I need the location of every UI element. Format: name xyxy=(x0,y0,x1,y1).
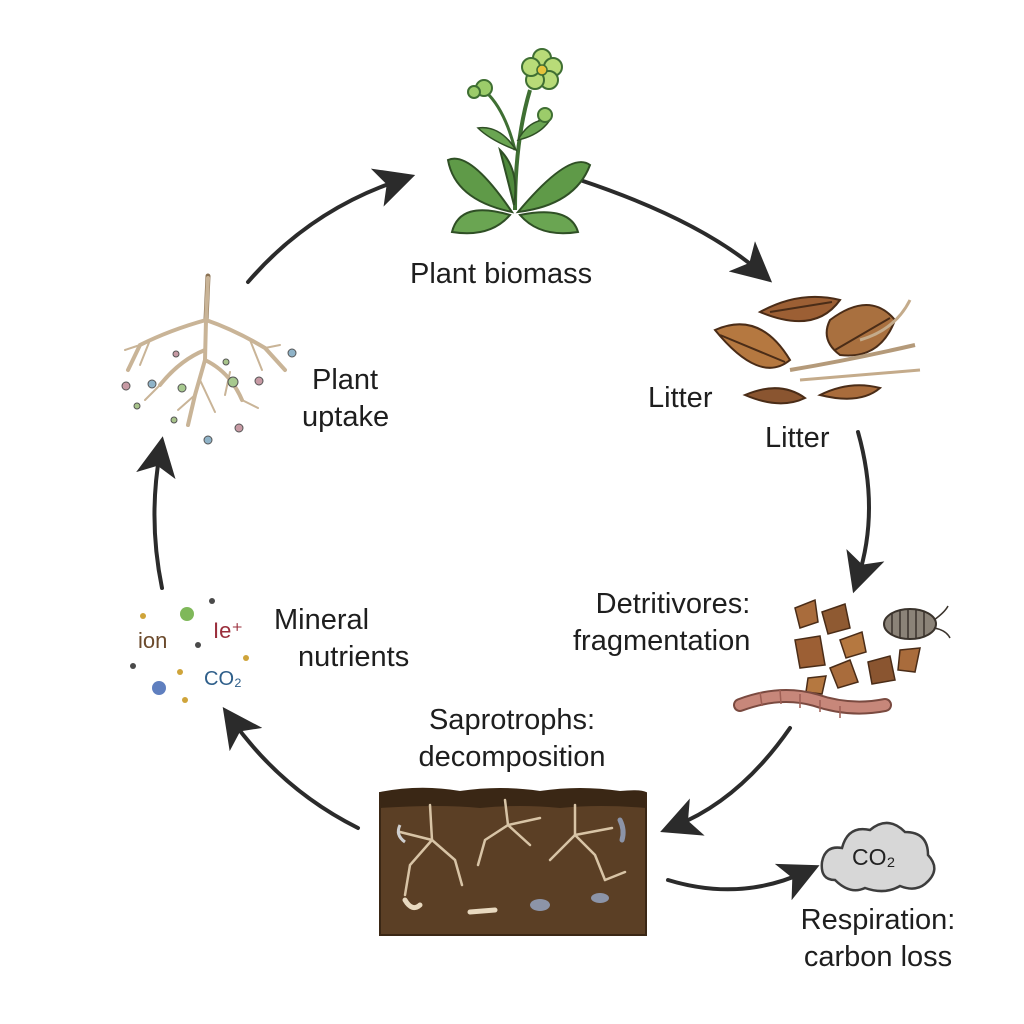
mineral-co2-text: CO₂ xyxy=(204,668,242,690)
litter-label-upper: Litter xyxy=(648,382,713,414)
saprotrophs-label: Saprotrophs: decomposition xyxy=(402,702,622,776)
cloud-co2-text: CO₂ xyxy=(852,844,896,870)
plant-uptake-label-line1: Plant xyxy=(312,364,379,396)
cycle-arrows xyxy=(136,168,885,901)
respiration-label-line1: Respiration: xyxy=(800,904,956,936)
mineral-nutrients-label-line1: Mineral xyxy=(274,604,370,636)
flower-plant-icon xyxy=(446,48,592,235)
plant-uptake-label-line2: uptake xyxy=(302,401,390,433)
leaf-litter-icon xyxy=(713,295,921,405)
arrow-saprotrophs-to-minerals xyxy=(222,706,360,830)
arrow-detritivores-to-saprotrophs xyxy=(660,726,792,836)
plant-uptake-label: Plant uptake xyxy=(302,362,389,436)
detritivores-label-line2: fragmentation xyxy=(573,625,751,657)
detritivores-label: Detritivores: fragmentation xyxy=(573,586,750,660)
co2-cloud-icon xyxy=(820,821,936,893)
saprotrophs-label-line2: decomposition xyxy=(418,741,606,773)
soil-fungi-icon xyxy=(379,787,647,936)
litter-label-lower: Litter xyxy=(765,422,830,454)
roots-icon xyxy=(121,273,297,445)
plant-biomass-label: Plant biomass xyxy=(410,258,593,290)
earthworm-icon xyxy=(733,689,892,718)
woodlouse-icon xyxy=(883,605,951,640)
respiration-label-line2: carbon loss xyxy=(803,941,953,973)
fragmented-litter-icon xyxy=(794,598,921,695)
cation-text: Ie⁺ xyxy=(213,618,243,643)
respiration-label: Respiration: carbon loss xyxy=(788,902,968,976)
mineral-nutrients-label-line2: nutrients xyxy=(298,641,410,673)
saprotrophs-label-line1: Saprotrophs: xyxy=(428,704,596,736)
arrow-saprotrophs-to-respiration xyxy=(666,863,820,901)
arrow-litter-to-detritivores xyxy=(846,430,885,594)
arrow-uptake-to-plant xyxy=(246,168,416,284)
ion-text: ion xyxy=(138,628,168,653)
ion-dots-icon xyxy=(130,598,249,703)
detritivores-label-line1: Detritivores: xyxy=(595,588,751,620)
mineral-nutrients-label: Mineral nutrients xyxy=(274,602,409,676)
arrow-minerals-to-uptake xyxy=(136,436,176,590)
arrow-plant-to-litter xyxy=(578,178,773,283)
